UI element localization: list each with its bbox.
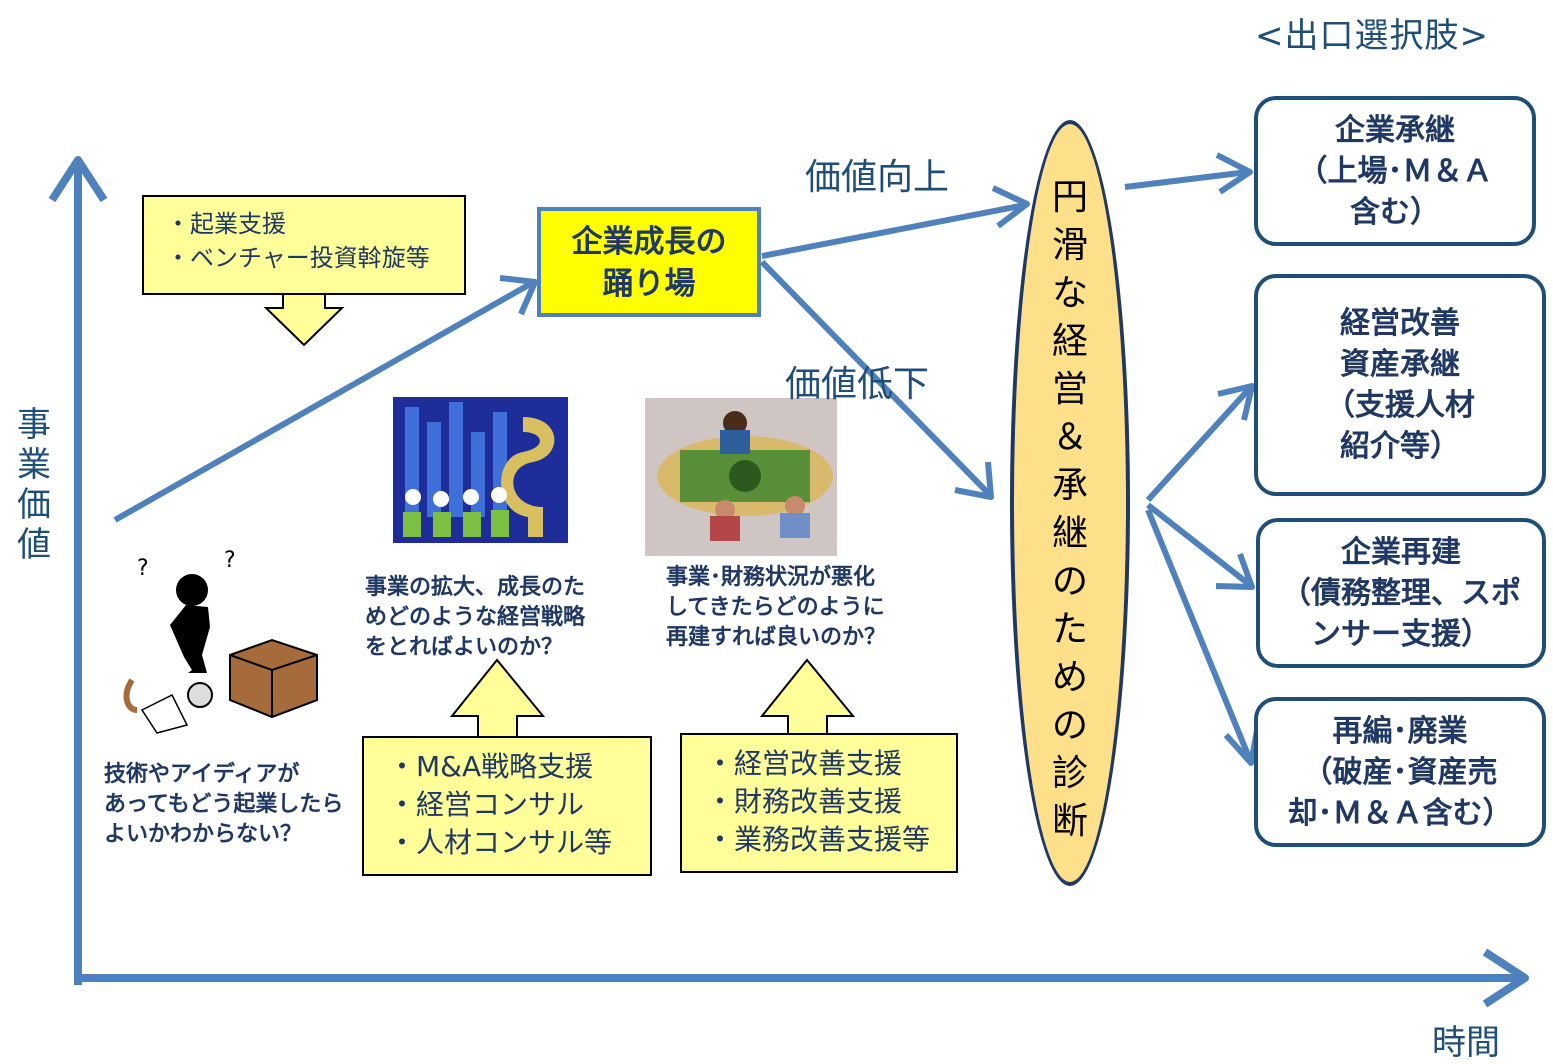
exit3-arrow-line: [1146, 502, 1252, 588]
exit-option-improvement: 経営改善 資産承継 （支援人材 紹介等）: [1254, 274, 1546, 496]
exit-line: 企業再建: [1341, 534, 1461, 570]
startup-support-box: ・起業支援 ・ベンチャー投資斡旋等: [142, 195, 466, 295]
decline-support-box: ・経営改善支援 ・財務改善支援 ・業務改善支援等: [680, 733, 958, 873]
svg-text:?: ?: [137, 556, 149, 581]
value-down-label: 価値低下: [785, 364, 930, 405]
exit-line: 経営改善: [1340, 306, 1460, 341]
exit2-arrowhead: [1217, 383, 1255, 421]
x-axis-arrowhead: [1482, 948, 1529, 1008]
exit3-arrowhead: [1215, 552, 1255, 590]
question-line: 事業･財務状況が悪化: [666, 565, 876, 590]
exit-line: ンサー支援）: [1311, 616, 1491, 652]
question-line: をとればよいのか？: [365, 635, 564, 660]
growth-plateau-line: 踊り場: [602, 266, 696, 302]
growth-up-arrow: [449, 658, 546, 738]
svg-text:?: ?: [224, 548, 236, 573]
value-down-arrowhead: [954, 461, 994, 500]
growth-plateau-box: 企業成長の 踊り場: [537, 207, 761, 317]
exit-line: 再編･廃業: [1332, 713, 1468, 749]
growth-plateau-line: 企業成長の: [571, 224, 727, 260]
exit-line: 紹介等）: [1340, 429, 1460, 464]
growth-question: 事業の拡大、成長のた めどのような経営戦略 をとればよいのか？: [365, 573, 635, 663]
growth-arrowhead: [499, 275, 538, 316]
value-down-arrow-line: [759, 259, 993, 498]
question-line: めどのような経営戦略: [365, 605, 586, 630]
exit-line: （上場･Ｍ＆Ａ: [1297, 153, 1493, 189]
exit1-arrowhead: [1215, 152, 1253, 195]
value-up-arrow-line: [761, 202, 1026, 259]
startup-support-item: ・ベンチャー投資斡旋等: [166, 244, 430, 272]
decline-question: 事業･財務状況が悪化 してきたらどのように 再建すれば良いのか？: [666, 563, 946, 653]
exit-option-reorganize: 再編･廃業 （破産･資産売 却･Ｍ＆Ａ含む）: [1254, 697, 1546, 847]
value-up-arrowhead: [991, 185, 1030, 229]
diagnosis-oval: 円滑な経営＆承継のための診断: [1010, 120, 1130, 886]
x-axis-label: 時間: [1432, 1023, 1500, 1063]
value-up-label: 価値向上: [805, 157, 950, 198]
question-line: 技術やアイディアが: [104, 762, 300, 787]
exit-option-succession: 企業承継 （上場･Ｍ＆Ａ 含む）: [1254, 96, 1536, 246]
growth-illustration: [393, 397, 568, 543]
question-line: 事業の拡大、成長のた: [365, 575, 586, 600]
y-axis-label: 事業価値: [17, 405, 51, 565]
y-axis-arrowhead: [48, 156, 108, 203]
exit-line: 資産承継: [1340, 347, 1460, 382]
exit-line: 含む）: [1350, 194, 1440, 230]
exit2-arrow-line: [1145, 385, 1253, 503]
startup-support-item: ・起業支援: [166, 210, 286, 238]
growth-arrow-line: [113, 280, 534, 523]
decline-support-item: ・業務改善支援等: [706, 823, 931, 856]
exit-option-rebuild: 企業再建 （債務整理、スポ ンサー支援）: [1256, 518, 1546, 668]
question-line: あってもどう起業したら: [104, 792, 344, 817]
exit1-arrow-line: [1124, 169, 1249, 190]
exit-options-title: <出口選択肢>: [1255, 16, 1489, 56]
question-line: 再建すれば良いのか？: [666, 625, 887, 650]
exit4-arrow-line: [1145, 508, 1253, 762]
exit-line: 却･Ｍ＆Ａ含む）: [1287, 795, 1513, 831]
growth-support-item: ・経営コンサル: [388, 788, 585, 821]
decline-up-arrow: [759, 658, 856, 736]
decline-support-item: ・財務改善支援: [706, 785, 903, 818]
growth-support-box: ・M&A戦略支援 ・経営コンサル ・人材コンサル等: [362, 736, 652, 876]
growth-support-item: ・M&A戦略支援: [388, 750, 594, 783]
exit-line: 企業承継: [1335, 112, 1455, 148]
startup-illustration: ? ?: [123, 548, 318, 734]
exit-line: （破産･資産売: [1302, 754, 1498, 790]
question-line: よいかわからない？: [104, 822, 303, 847]
startup-down-arrow: [263, 292, 345, 347]
question-line: してきたらどのように: [666, 595, 885, 620]
exit-line: （債務整理、スポ: [1281, 575, 1521, 611]
diagnosis-text: 円滑な経営＆承継のための診断: [1051, 177, 1088, 842]
exit-line: （支援人材: [1325, 388, 1475, 423]
startup-question: 技術やアイディアが あってもどう起業したら よいかわからない？: [104, 760, 374, 850]
growth-support-item: ・人材コンサル等: [388, 826, 613, 859]
decline-support-item: ・経営改善支援: [706, 747, 903, 780]
decline-illustration: [645, 398, 837, 556]
